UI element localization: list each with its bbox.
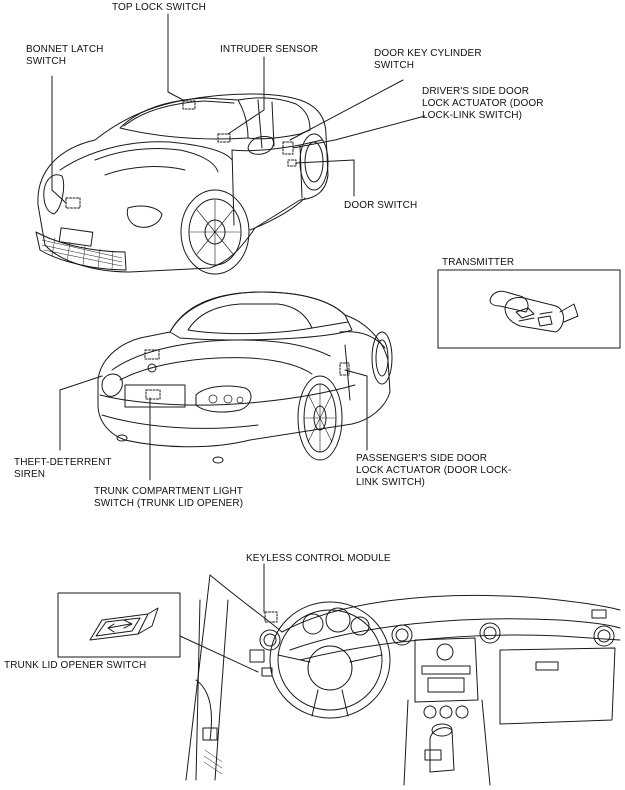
- label-door-key-cylinder-switch: DOOR KEY CYLINDER SWITCH: [374, 48, 482, 71]
- label-intruder-sensor: INTRUDER SENSOR: [220, 44, 319, 55]
- label-trunk-compartment-light-switch: TRUNK COMPARTMENT LIGHT SWITCH (TRUNK LI…: [94, 486, 244, 509]
- label-bonnet-latch-switch: BONNET LATCH SWITCH: [26, 44, 104, 67]
- label-passengers-door-lock-actuator: PASSENGER'S SIDE DOOR LOCK ACTUATOR (DOO…: [356, 453, 512, 488]
- label-trunk-lid-opener-switch: TRUNK LID OPENER SWITCH: [4, 660, 147, 671]
- label-transmitter: TRANSMITTER: [442, 257, 515, 268]
- dashboard-illustration: [179, 563, 621, 786]
- rear-car-illustration: [59, 291, 393, 481]
- label-keyless-control-module: KEYLESS CONTROL MODULE: [246, 553, 391, 564]
- transmitter-illustration: [437, 269, 621, 349]
- trunk-lid-opener-inset: [57, 592, 181, 658]
- label-door-switch: DOOR SWITCH: [344, 200, 418, 211]
- label-drivers-door-lock-actuator: DRIVER'S SIDE DOOR LOCK ACTUATOR (DOOR L…: [422, 86, 544, 121]
- label-top-lock-switch: TOP LOCK SWITCH: [112, 2, 206, 13]
- label-theft-deterrent-siren: THEFT-DETERRENT SIREN: [14, 457, 112, 480]
- front-car-illustration: [35, 13, 426, 275]
